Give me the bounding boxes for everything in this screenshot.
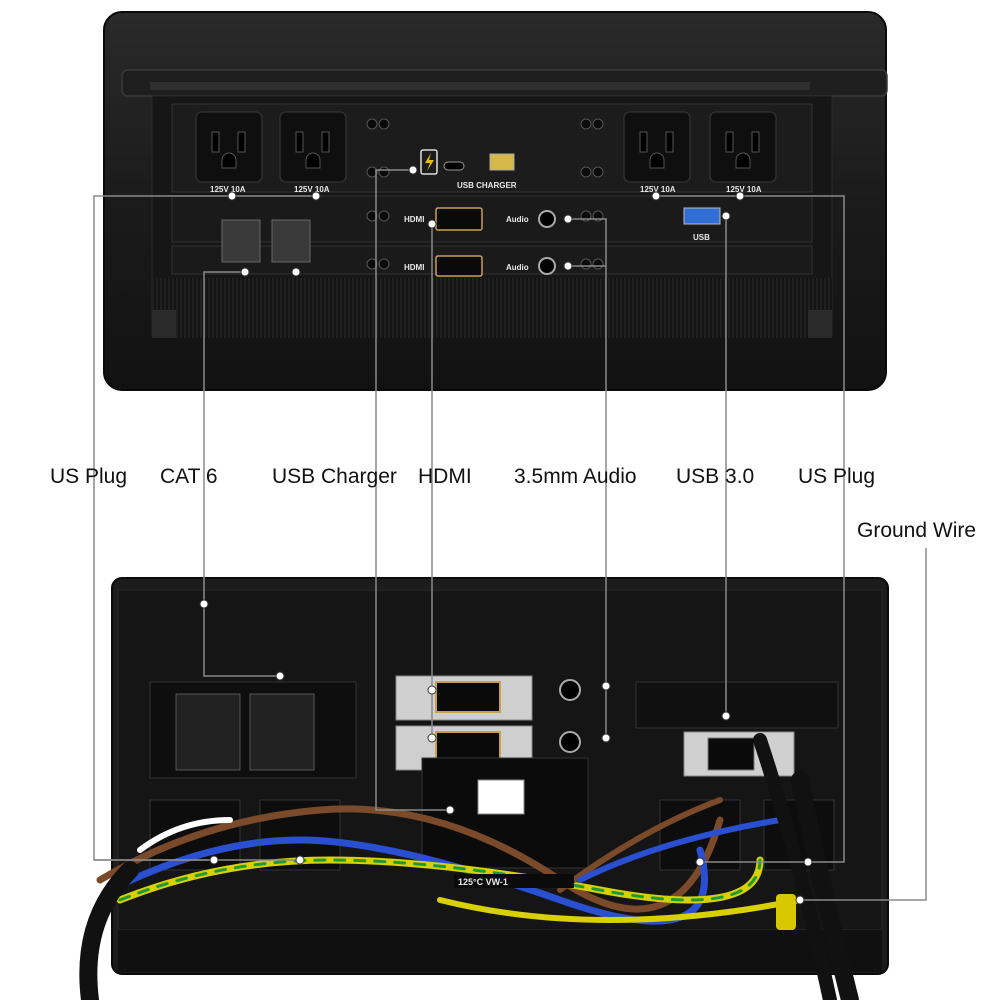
- cat6-jack-icon: [249, 693, 315, 771]
- callout-hdmi: HDMI: [418, 465, 472, 488]
- callout-cat6: CAT 6: [160, 465, 218, 488]
- wiring: [79, 733, 859, 1000]
- cable-print: 125°C VW-1: [458, 877, 508, 887]
- rating-label: 125V 10A: [640, 185, 676, 194]
- usb3-port-icon: [707, 737, 755, 771]
- rating-label: 125V 10A: [294, 185, 330, 194]
- callout-audio: 3.5mm Audio: [514, 465, 637, 488]
- hdmi-port-icon: [435, 681, 501, 713]
- rating-label: 125V 10A: [726, 185, 762, 194]
- usb-c-port-icon: [443, 161, 465, 171]
- usb3-port-icon: [683, 207, 721, 225]
- cat6-jack-icon: [221, 219, 261, 263]
- leader-lines: [93, 169, 927, 901]
- callout-us-plug-right: US Plug: [798, 465, 876, 488]
- bottom-unit: 125°C VW-1: [79, 577, 889, 1000]
- audio-label: Audio: [506, 263, 529, 272]
- us-outlet-icon: [623, 111, 691, 183]
- cat6-jack-icon: [175, 693, 241, 771]
- audio-jack-icon: [559, 679, 581, 701]
- hdmi-port-icon: [435, 207, 483, 231]
- hdmi-label: HDMI: [404, 215, 424, 224]
- lightning-charge-icon: [420, 149, 438, 175]
- us-outlet-icon: [195, 111, 263, 183]
- callout-us-plug-left: US Plug: [50, 465, 128, 488]
- audio-label: Audio: [506, 215, 529, 224]
- hdmi-port-icon: [435, 255, 483, 277]
- audio-jack-icon: [538, 210, 556, 228]
- ground-wire-terminal: [776, 894, 796, 930]
- audio-jack-icon: [559, 731, 581, 753]
- leader-dots: [199, 165, 813, 905]
- cat6-jack-icon: [271, 219, 311, 263]
- audio-jack-icon: [538, 257, 556, 275]
- usb-charger-label: USB CHARGER: [457, 181, 517, 190]
- brush-strip: [152, 278, 832, 338]
- hdmi-label: HDMI: [404, 263, 424, 272]
- top-unit: 125V 10A 125V 10A 125V 10A 125V 10A USB …: [103, 11, 888, 391]
- callout-usb-charger: USB Charger: [272, 465, 397, 488]
- us-outlet-icon: [709, 111, 777, 183]
- usb-a-port-icon: [489, 153, 515, 171]
- usb-label: USB: [693, 233, 710, 242]
- callout-ground-wire: Ground Wire: [857, 519, 977, 542]
- rating-label: 125V 10A: [210, 185, 246, 194]
- us-outlet-icon: [279, 111, 347, 183]
- callout-usb3: USB 3.0: [676, 465, 755, 488]
